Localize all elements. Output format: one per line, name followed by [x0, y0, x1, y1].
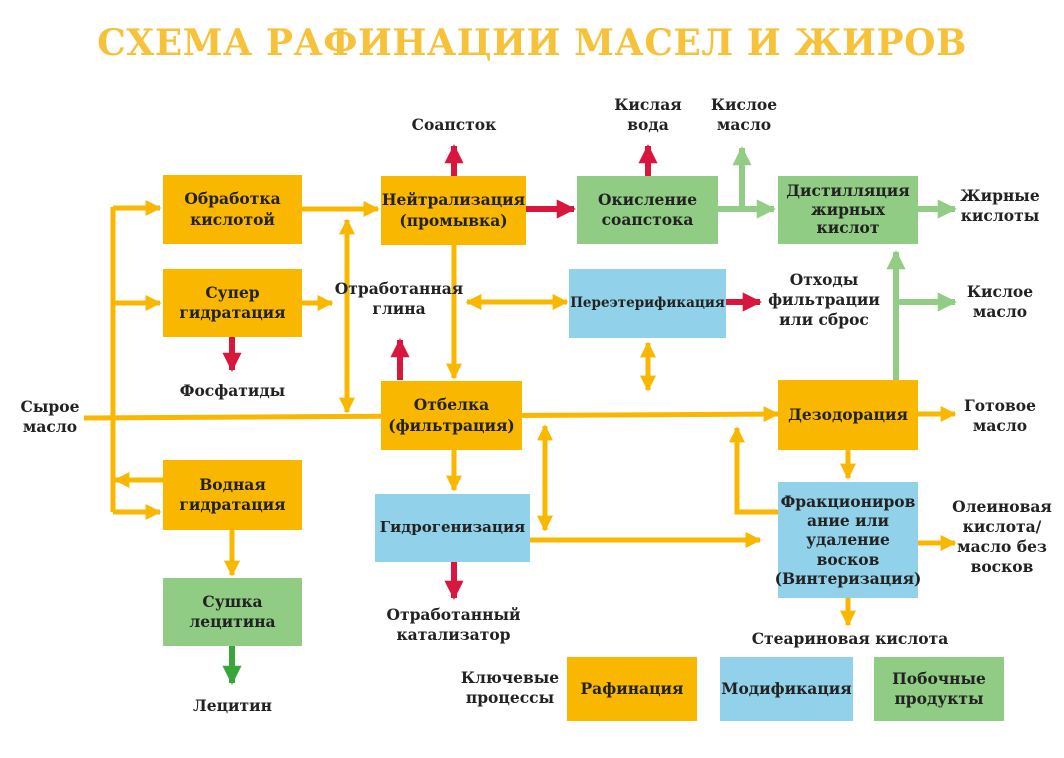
- label-fatty-acids: Жирные кислоты: [960, 186, 1040, 226]
- label-spent-catalyst: Отработанный катализатор: [386, 605, 521, 645]
- box-bleaching: Отбелка (фильтрация): [381, 381, 522, 450]
- label-phosphatides: Фосфатиды: [179, 381, 286, 400]
- box-interesterification: Переэтерификация: [569, 269, 726, 338]
- page-title: СХЕМА РАФИНАЦИИ МАСЕЛ И ЖИРОВ: [97, 22, 967, 64]
- label-spent-clay: Отработанная глина: [334, 279, 464, 319]
- label-crude-oil: Сырое масло: [20, 397, 80, 437]
- arrow-fractionation-to-deodorization: [728, 426, 780, 515]
- box-deodorization: Дезодорация: [778, 380, 918, 450]
- label-acid-oil-right: Кислое масло: [966, 282, 1034, 322]
- label-soapstock: Соапсток: [411, 115, 497, 134]
- label-acid-water: Кислая вода: [614, 95, 682, 135]
- box-hydrogenation: Гидрогенизация: [375, 494, 530, 562]
- box-super-hydration: Супер гидратация: [163, 269, 302, 337]
- label-stearic-acid: Стеариновая кислота: [751, 629, 949, 648]
- label-lecithin: Лецитин: [193, 696, 272, 715]
- legend-modification: Модификация: [720, 657, 853, 721]
- label-oleic-acid: Олеиновая кислота/ масло без восков: [952, 497, 1052, 577]
- box-fractionation: Фракциониров ание или удаление восков (В…: [775, 482, 921, 598]
- label-finished-oil: Готовое масло: [964, 396, 1036, 436]
- box-acid-treatment: Обработка кислотой: [163, 175, 302, 244]
- legend-byproducts: Побочные продукты: [874, 657, 1004, 721]
- box-water-hydration: Водная гидратация: [163, 460, 302, 530]
- legend-refining: Рафинация: [567, 657, 697, 721]
- box-fatty-acid-distillation: Дистилляция жирных кислот: [778, 176, 918, 244]
- box-lecithin-drying: Сушка лецитина: [163, 578, 302, 646]
- box-neutralization: Нейтрализация (промывка): [381, 176, 526, 245]
- label-acid-oil-top: Кислое масло: [710, 95, 778, 135]
- box-soapstock-oxidation: Окисление соапстока: [577, 176, 718, 244]
- label-filtration-waste: Отходы фильтрации или сброс: [768, 270, 880, 330]
- legend-title: Ключевые процессы: [460, 668, 560, 708]
